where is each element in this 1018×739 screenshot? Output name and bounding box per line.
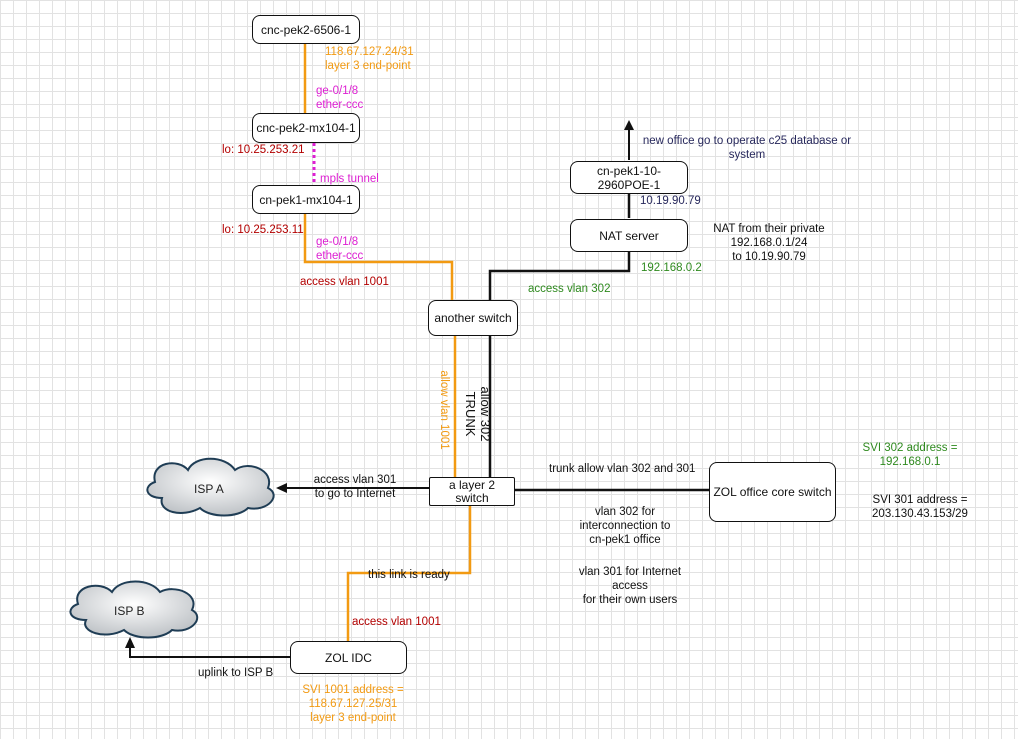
svi-301-label: SVI 301 address = 203.130.43.153/29 <box>872 494 968 520</box>
cloud-isp-a <box>146 457 275 517</box>
nat-note-label: NAT from their private 192.168.0.1/24 to… <box>713 223 825 263</box>
node-another-switch: another switch <box>428 300 518 336</box>
node-layer2-switch: a layer 2 switch <box>429 477 515 506</box>
link-layer2-zolidc <box>346 506 472 641</box>
new-office-label: new office go to operate c25 database or… <box>642 135 852 161</box>
node-cn-pek1-mx104: cn-pek1-mx104-1 <box>252 185 360 214</box>
access-vlan-302-label: access vlan 302 <box>528 283 611 295</box>
ip-nat-label: 192.168.0.2 <box>641 262 702 274</box>
vlan-301-note-label: vlan 301 for Internet access for their o… <box>578 566 682 606</box>
allow-vlan-1001-label: allow vlan 1001 <box>438 370 450 450</box>
node-cnc-pek2-mx104: cnc-pek2-mx104-1 <box>252 113 360 143</box>
lo-pek1-label: lo: 10.25.253.11 <box>222 224 304 236</box>
ether-ccc-bottom-label: ether-ccc <box>316 250 364 262</box>
node-zol-core-switch: ZOL office core switch <box>709 462 836 522</box>
link-nat-another-switch <box>488 252 631 300</box>
ge-bottom-label: ge-0/1/8 <box>316 236 359 248</box>
isp-a-label: ISP A <box>194 482 224 496</box>
ip-6506-label: 118.67.127.24/31 <box>325 46 414 58</box>
arrow-ispa-head <box>276 483 287 493</box>
allow-302-trunk-label: allow 302 TRUNK <box>463 386 493 442</box>
access-vlan-1001-bottom-label: access vlan 1001 <box>352 616 441 628</box>
node-cnc-pek2-6506: cnc-pek2-6506-1 <box>252 15 360 44</box>
link-zolidc-ispb <box>129 645 290 658</box>
cloud-isp-b <box>69 580 199 639</box>
access-vlan-1001-top-label: access vlan 1001 <box>300 276 389 288</box>
svi-1001-label: SVI 1001 address = 118.67.127.25/31 laye… <box>302 684 404 724</box>
uplink-isp-b-label: uplink to ISP B <box>198 667 274 679</box>
ip-2960-label: 10.19.90.79 <box>640 195 701 207</box>
node-nat-server: NAT server <box>570 219 688 252</box>
arrow-2960-up-head <box>624 120 634 130</box>
vlan-302-note-label: vlan 302 for interconnection to cn-pek1 … <box>579 506 671 546</box>
trunk-allow-label: trunk allow vlan 302 and 301 <box>549 463 696 475</box>
arrow-ispb-head <box>125 637 135 648</box>
link-cnpek1-another-switch <box>303 213 454 300</box>
lo-pek2-label: lo: 10.25.253.21 <box>222 144 305 156</box>
node-cn-pek1-2960: cn-pek1-10- 2960POE-1 <box>570 161 688 194</box>
isp-b-label: ISP B <box>114 604 145 618</box>
ether-ccc-top-label: ether-ccc <box>316 99 364 111</box>
mpls-tunnel-label: mpls tunnel <box>320 173 379 185</box>
svi-302-label: SVI 302 address = 192.168.0.1 <box>862 442 958 468</box>
access-vlan-301-label: access vlan 301 to go to Internet <box>313 474 397 500</box>
layer3-endpoint-top-label: layer 3 end-point <box>325 60 411 72</box>
link-ready-label: this link is ready <box>368 569 450 581</box>
node-zol-idc: ZOL IDC <box>290 641 407 674</box>
ge-top-label: ge-0/1/8 <box>316 85 359 97</box>
